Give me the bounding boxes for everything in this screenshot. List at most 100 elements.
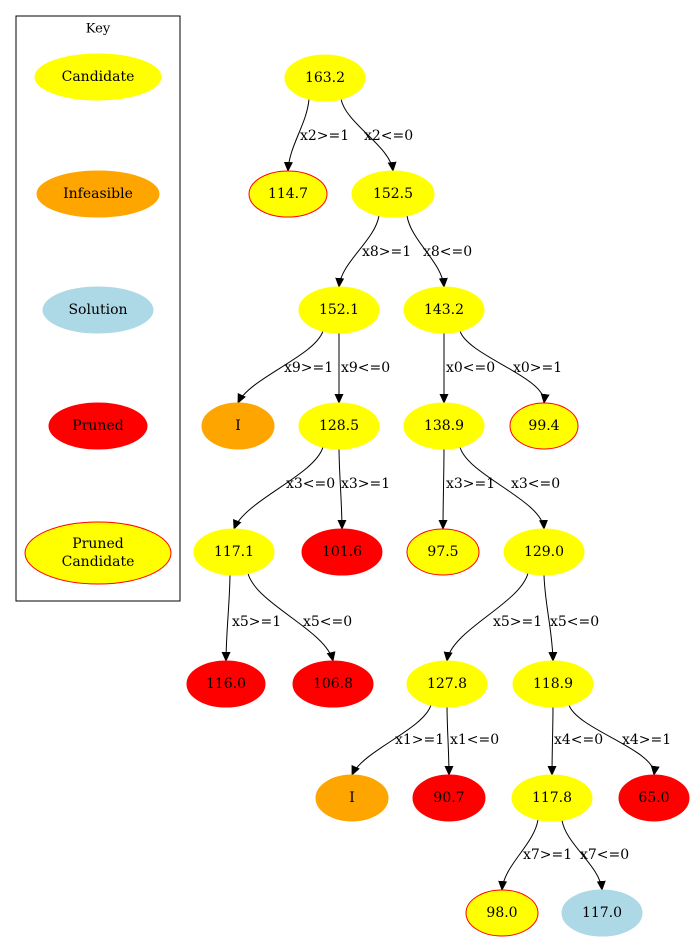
- edge-line: [335, 215, 380, 288]
- edge-label: x2<=0: [364, 128, 413, 144]
- tree-node-candidate: 163.2: [284, 54, 366, 102]
- edge-n12-n16: x5<=0: [543, 574, 599, 662]
- node-shape: [465, 889, 539, 937]
- edge-n7-n12: x3<=0: [459, 446, 560, 530]
- tree-node-pruned-candidate: 114.7: [248, 170, 328, 218]
- edge-line: [406, 215, 448, 288]
- edge-label: x5<=0: [303, 614, 352, 630]
- node-value: 65.0: [638, 790, 669, 806]
- edge-n15-n17: x1>=1: [351, 704, 444, 776]
- node-value: 117.8: [532, 790, 572, 806]
- key-label-solution: Solution: [68, 302, 127, 318]
- edge-n7-n11: x3>=1: [438, 448, 495, 530]
- edge-line: [443, 572, 529, 662]
- tree-node-solution: 117.0: [561, 889, 643, 937]
- node-shape: [406, 660, 488, 708]
- node-value: 99.4: [528, 418, 559, 434]
- key-item-candidate: Candidate: [34, 53, 162, 101]
- edge-label: x4<=0: [554, 732, 603, 748]
- edge-n0-n2: x2<=0: [340, 98, 413, 172]
- node-value: 90.7: [433, 790, 464, 806]
- edge-label: x5>=1: [493, 614, 542, 630]
- edge-line: [340, 98, 397, 172]
- edge-n6-n10: x3>=1: [337, 448, 390, 530]
- node-shape: [618, 774, 690, 822]
- edge-n4-n8: x0>=1: [459, 330, 562, 404]
- edge-n2-n4: x8<=0: [406, 215, 472, 288]
- edge-label: x3<=0: [511, 476, 560, 492]
- node-shape: [403, 402, 485, 450]
- tree-node-infeasible: I: [201, 402, 275, 450]
- edge-label: x9>=1: [284, 360, 333, 376]
- node-value: 97.5: [427, 544, 458, 560]
- key-label-pruned: Pruned: [72, 418, 123, 434]
- edge-label: x4>=1: [622, 732, 671, 748]
- key-swatch-solution: [42, 286, 154, 334]
- edge-n4-n7: x0<=0: [439, 333, 495, 404]
- edge-line: [459, 446, 548, 530]
- node-value: 117.1: [214, 544, 254, 560]
- edge-line: [561, 820, 606, 891]
- edge-n12-n15: x5>=1: [443, 572, 542, 662]
- edge-line: [459, 330, 550, 404]
- tree-node-candidate: 117.8: [511, 774, 593, 822]
- node-value: 117.0: [582, 905, 622, 921]
- edge-line: [547, 706, 557, 776]
- tree-node-pruned: 106.8: [292, 660, 374, 708]
- edge-n19-n21: x7>=1: [498, 819, 572, 891]
- edge-label: x2>=1: [300, 128, 349, 144]
- edge-label: x3<=0: [286, 476, 335, 492]
- node-value: 143.2: [424, 302, 464, 318]
- edge-label: x0<=0: [446, 360, 495, 376]
- node-shape: [315, 774, 389, 822]
- node-value: 138.9: [424, 418, 464, 434]
- node-value: I: [349, 790, 355, 806]
- edge-label: x9<=0: [341, 360, 390, 376]
- node-value: 129.0: [524, 544, 564, 560]
- tree-node-pruned: 65.0: [618, 774, 690, 822]
- key-swatch-pruned: [48, 402, 148, 450]
- edge-n2-n3: x8>=1: [335, 215, 411, 288]
- edge-line: [568, 704, 660, 776]
- edge-n16-n19: x4<=0: [547, 706, 603, 776]
- edge-line: [351, 704, 432, 776]
- tree-node-candidate: 129.0: [503, 528, 585, 576]
- tree-node-candidate: 152.1: [298, 286, 380, 334]
- edge-line: [283, 99, 310, 172]
- key-legend: Key CandidateInfeasibleSolutionPrunedPru…: [15, 15, 181, 602]
- edge-label: x8<=0: [423, 244, 472, 260]
- node-value: 114.7: [268, 186, 308, 202]
- edge-n6-n9: x3<=0: [233, 446, 335, 530]
- tree-node-candidate: 152.5: [351, 170, 435, 218]
- node-shape: [298, 286, 380, 334]
- edge-n19-n22: x7<=0: [561, 820, 629, 891]
- node-value: 118.9: [533, 676, 573, 692]
- edge-line: [543, 574, 558, 662]
- node-shape: [298, 402, 380, 450]
- node-shape: [186, 660, 266, 708]
- key-item-pruned: Pruned: [48, 402, 148, 450]
- tree-node-infeasible: I: [315, 774, 389, 822]
- node-shape: [248, 170, 328, 218]
- key-swatch-candidate: [34, 53, 162, 101]
- node-value: I: [235, 418, 241, 434]
- tree-node-candidate: 138.9: [403, 402, 485, 450]
- edge-label: x3>=1: [341, 476, 390, 492]
- node-value: 101.6: [322, 544, 362, 560]
- key-item-infeasible: Infeasible: [36, 170, 160, 218]
- edge-label: x3>=1: [446, 476, 495, 492]
- tree-node-pruned: 116.0: [186, 660, 266, 708]
- node-value: 98.0: [486, 905, 517, 921]
- edge-n9-n13: x5>=1: [221, 574, 281, 662]
- key-border: [15, 15, 181, 602]
- edge-label: x1>=1: [395, 732, 444, 748]
- node-shape: [512, 660, 594, 708]
- edge-n15-n18: x1<=0: [444, 706, 499, 776]
- edge-label: x7<=0: [580, 847, 629, 863]
- tree-node-candidate: 118.9: [512, 660, 594, 708]
- edge-line: [233, 446, 324, 530]
